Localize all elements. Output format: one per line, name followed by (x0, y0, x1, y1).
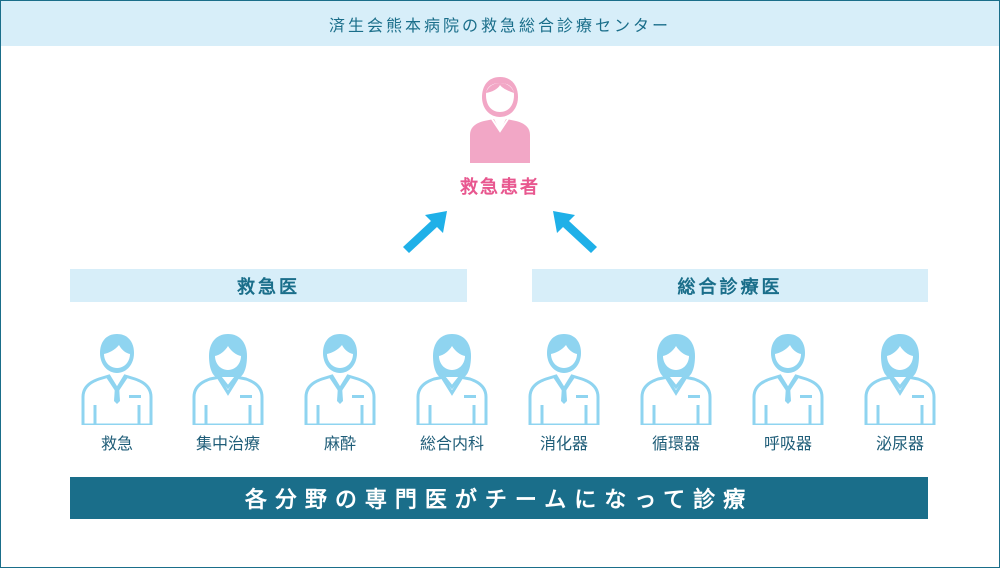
doctor-specialty-label: 麻酔 (323, 434, 356, 453)
female-doctor-icon (192, 334, 264, 425)
male-doctor-icon (81, 334, 153, 425)
male-doctor-icon (752, 334, 824, 425)
team-care-banner: 各分野の専門医がチームになって診療 (70, 477, 928, 519)
male-doctor-icon (304, 334, 376, 425)
doctor-item: 総合内科 (402, 331, 502, 461)
female-doctor-icon (864, 334, 936, 425)
patient-node: 救急患者 (442, 73, 558, 203)
doctor-specialty-label: 呼吸器 (763, 434, 812, 453)
doctor-specialty-label: 循環器 (651, 434, 700, 453)
female-doctor-icon (640, 334, 712, 425)
doctor-item: 消化器 (514, 331, 614, 461)
male-doctor-icon (528, 334, 600, 425)
group-emergency-physicians: 救急医 (70, 269, 467, 302)
patient-icon (470, 77, 530, 163)
doctor-specialty-label: 集中治療 (195, 434, 260, 453)
arrow-up-left-icon (553, 211, 597, 253)
doctor-specialty-label: 消化器 (539, 434, 588, 453)
arrow-up-right-icon (403, 211, 447, 253)
doctor-item: 救急 (67, 331, 167, 461)
page-title: 済生会熊本病院の救急総合診療センター (1, 1, 999, 46)
doctor-item: 呼吸器 (738, 331, 838, 461)
doctor-specialty-label: 救急 (100, 434, 133, 453)
doctor-item: 麻酔 (290, 331, 390, 461)
patient-label: 救急患者 (460, 177, 540, 198)
female-doctor-icon (416, 334, 488, 425)
doctor-item: 泌尿器 (850, 331, 950, 461)
doctor-specialty-label: 総合内科 (419, 434, 484, 453)
doctor-item: 集中治療 (178, 331, 278, 461)
doctor-list: 救急 集中治療 麻酔 総合内科 消化器 循環器 呼吸器 泌尿器 (1, 331, 1000, 461)
group-general-physicians: 総合診療医 (532, 269, 928, 302)
doctor-item: 循環器 (626, 331, 726, 461)
doctor-specialty-label: 泌尿器 (875, 434, 924, 453)
